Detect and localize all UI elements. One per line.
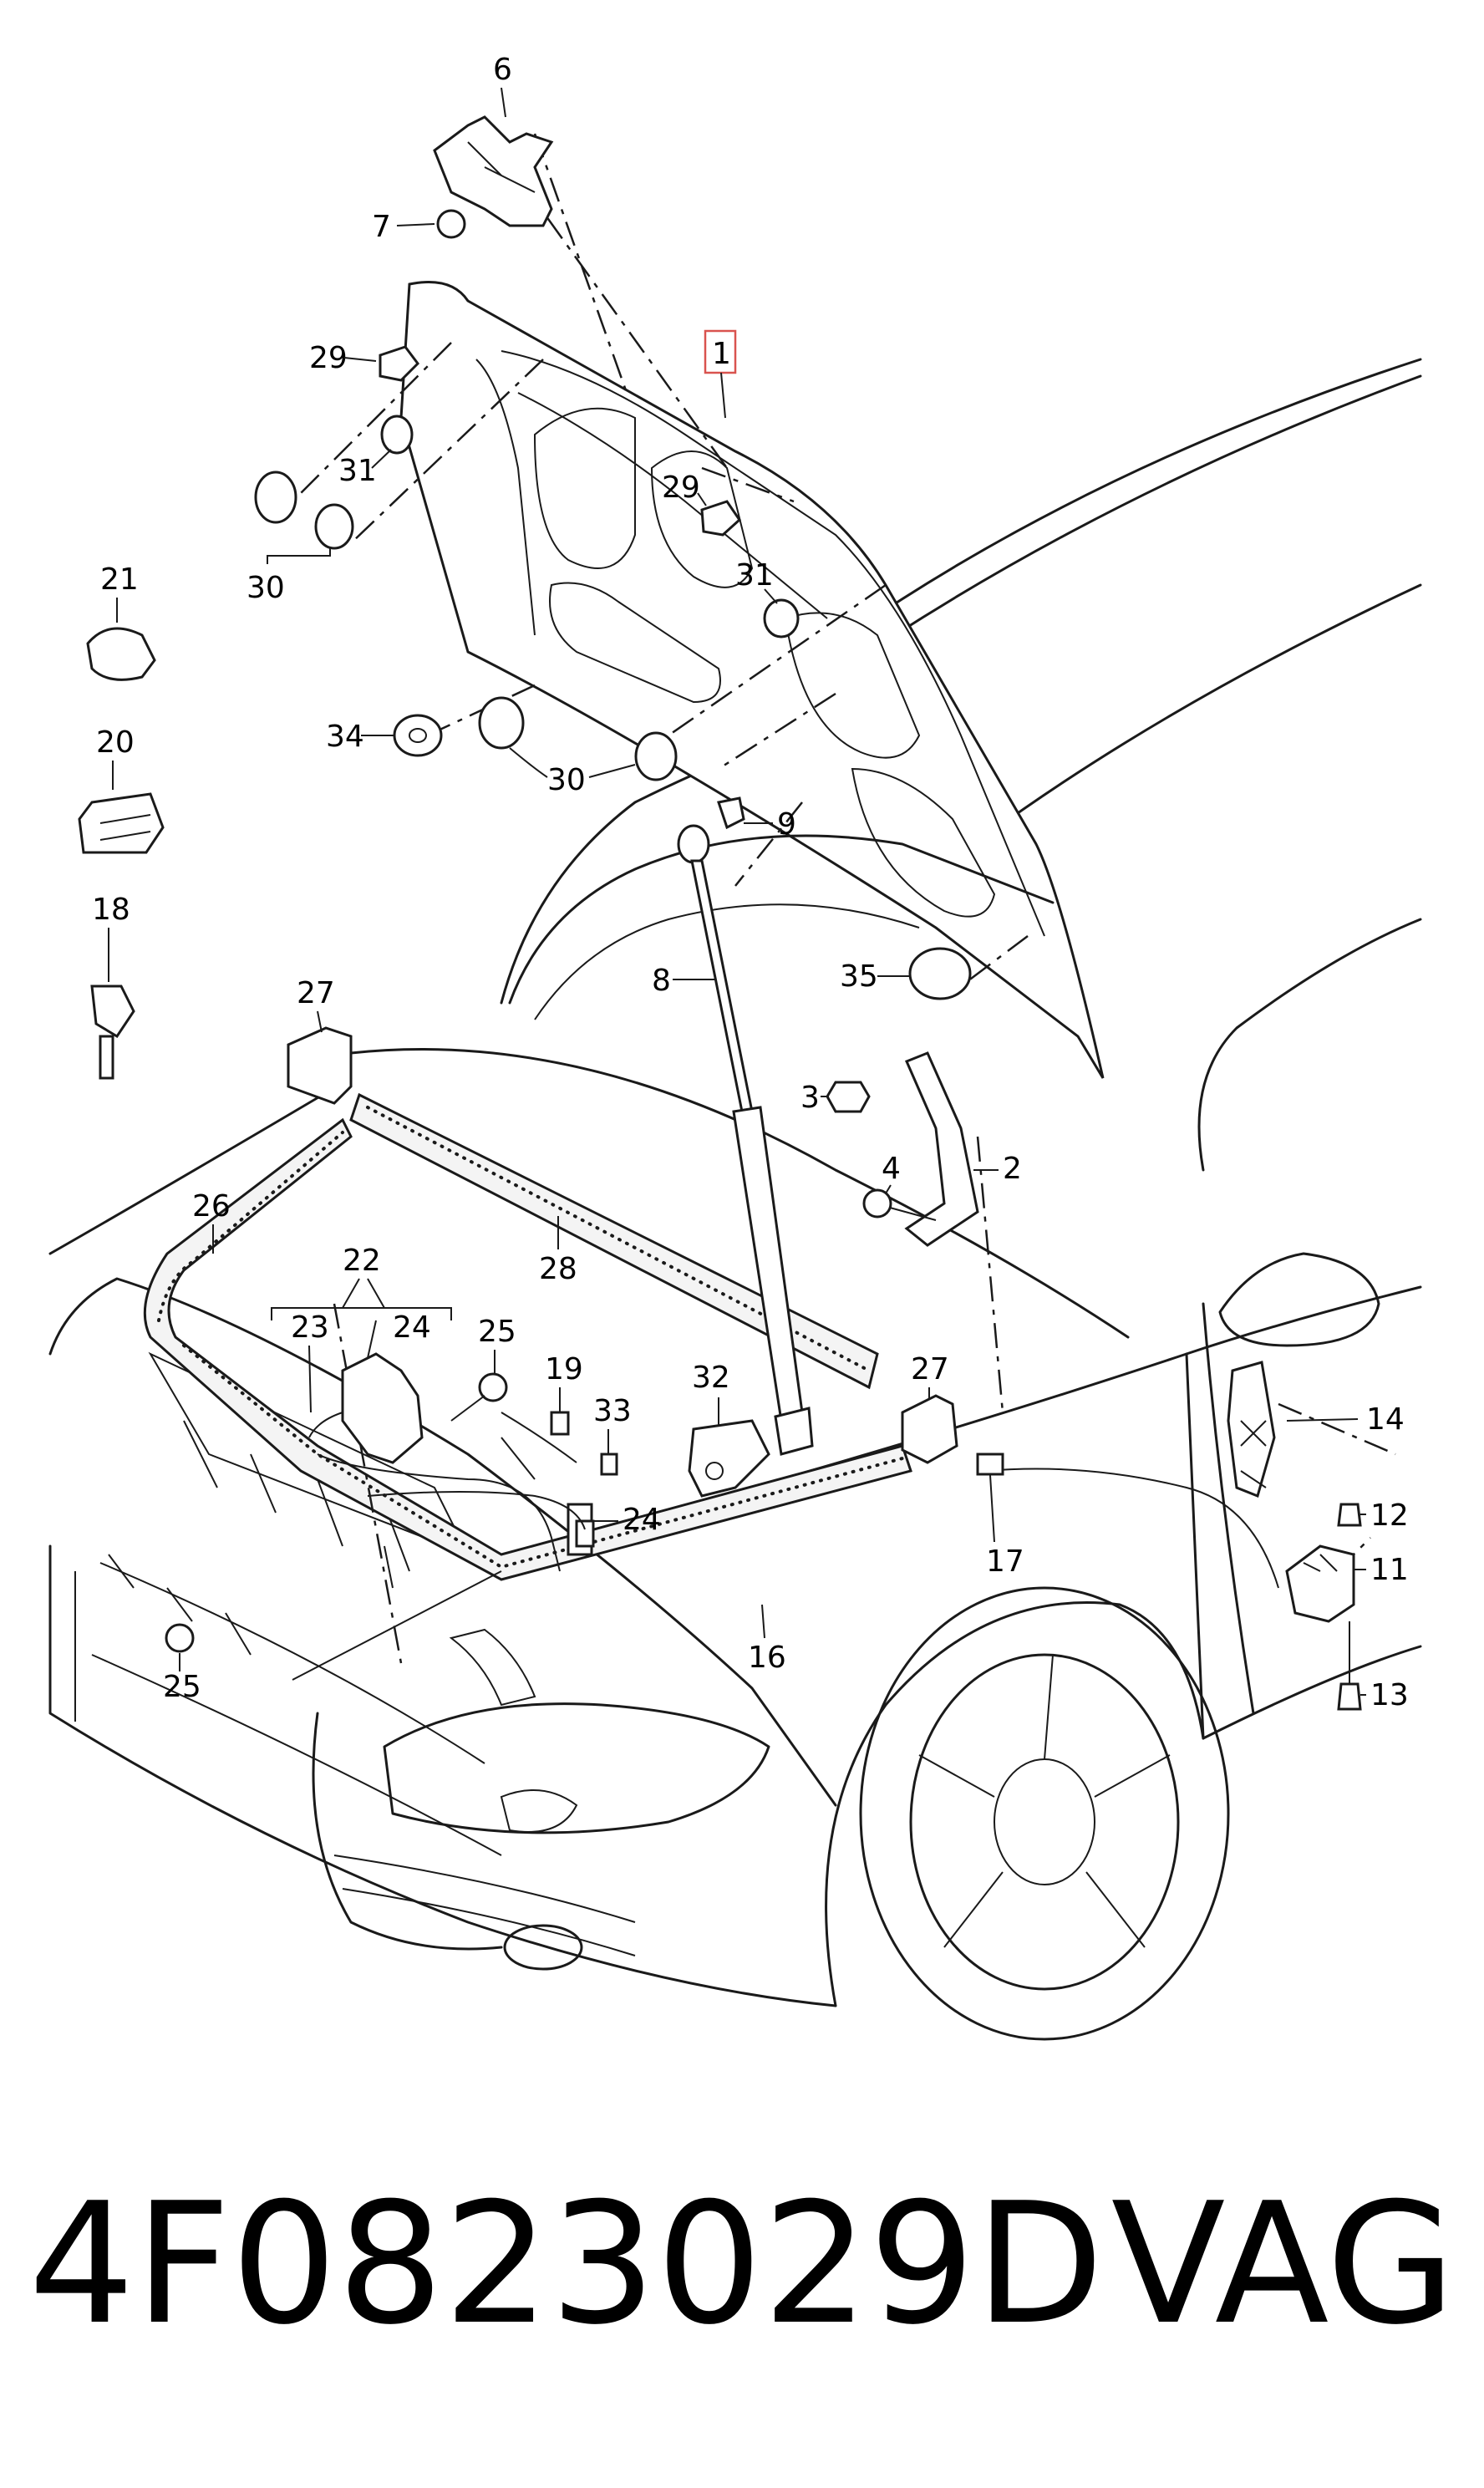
callout-24-bottom: 24 [623, 1503, 661, 1537]
callout-12: 12 [1370, 1498, 1409, 1533]
callout-29-left: 29 [309, 341, 348, 375]
exploded-parts-diagram: 1 6 7 29 29 31 31 30 30 21 20 18 34 9 8 … [48, 53, 1422, 2041]
part-number-caption: 4F0823029D [28, 2167, 1105, 2362]
callout-22: 22 [343, 1244, 381, 1278]
callout-31-left: 31 [338, 454, 377, 488]
callout-30-right: 30 [547, 763, 586, 797]
callout-labels: 1 6 7 29 29 31 31 30 30 21 20 18 34 9 8 … [92, 53, 1409, 1712]
callout-11: 11 [1370, 1553, 1409, 1587]
callout-8: 8 [652, 964, 671, 998]
callout-28: 28 [539, 1252, 577, 1286]
callout-32: 32 [692, 1361, 730, 1395]
callout-2: 2 [1003, 1152, 1022, 1186]
callout-25-bottom: 25 [163, 1670, 201, 1704]
highlighted-part-frame [704, 329, 737, 374]
callout-35: 35 [840, 959, 878, 994]
callout-17: 17 [986, 1544, 1024, 1579]
callout-9: 9 [777, 807, 796, 842]
callout-14: 14 [1366, 1402, 1405, 1437]
callout-6: 6 [493, 53, 512, 87]
parts [78, 115, 1362, 1711]
callout-27-right: 27 [911, 1352, 949, 1386]
callout-19: 19 [545, 1352, 583, 1386]
callout-27-left: 27 [297, 976, 335, 1010]
callout-34: 34 [326, 720, 364, 754]
callout-33: 33 [593, 1394, 632, 1428]
callout-3: 3 [800, 1081, 820, 1115]
callout-29-right: 29 [662, 471, 700, 505]
callout-13: 13 [1370, 1678, 1409, 1712]
leader-lines [283, 133, 1396, 1681]
callout-20: 20 [96, 725, 135, 760]
callout-21: 21 [100, 562, 139, 597]
brand-caption: VAG [1110, 2167, 1456, 2362]
callout-30-left: 30 [246, 571, 285, 605]
callout-23: 23 [291, 1310, 329, 1345]
callout-7: 7 [372, 210, 391, 244]
callout-1: 1 [712, 337, 731, 371]
callout-25-top: 25 [478, 1315, 516, 1349]
callout-26: 26 [192, 1189, 231, 1224]
callout-4: 4 [882, 1152, 901, 1186]
callout-31-right: 31 [735, 558, 774, 593]
callout-24-top: 24 [393, 1310, 431, 1345]
car-body-outline [48, 281, 1422, 2041]
callout-16: 16 [748, 1641, 786, 1675]
callout-18: 18 [92, 893, 130, 927]
